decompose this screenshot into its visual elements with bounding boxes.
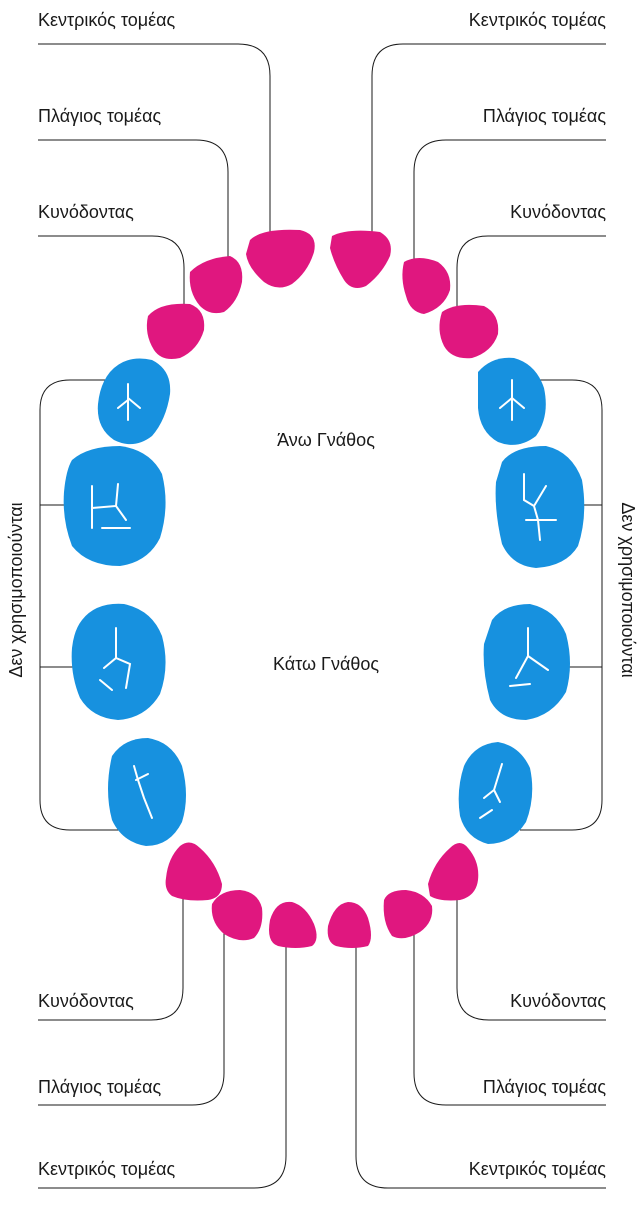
tooth-upper-left-central <box>246 229 315 288</box>
line-upper-right-canine <box>456 235 606 322</box>
molar-fissure <box>509 627 549 687</box>
line-upper-right-lateral <box>413 139 606 270</box>
molar-lower-left-1 <box>71 603 166 720</box>
molar-fissure <box>133 765 153 819</box>
tooth-upper-right-canine <box>439 304 499 359</box>
tooth-lower-right-central <box>327 902 371 948</box>
molar-fissure <box>91 483 131 529</box>
line-upper-left-lateral <box>38 139 229 264</box>
upper-front-teeth <box>146 229 499 359</box>
molar-lower-left-2 <box>108 738 186 846</box>
label-upper-left-lateral: Πλάγιος τομέας <box>38 106 161 126</box>
bracket-right-molars <box>520 379 603 831</box>
molar-fissure <box>117 383 141 421</box>
line-lower-right-canine <box>456 880 606 1021</box>
line-upper-right-central <box>371 43 606 250</box>
label-lower-left-central: Κεντρικός τομέας <box>38 1159 176 1179</box>
molar-upper-left-1 <box>97 358 171 445</box>
molar-fissure <box>479 763 503 819</box>
tooth-lower-right-canine <box>428 843 479 901</box>
tooth-labels: Κεντρικός τομέας Πλάγιος τομέας Κυνόδοντ… <box>6 10 638 1179</box>
tooth-lower-left-central <box>269 901 317 948</box>
upper-jaw-title: Άνω Γνάθος <box>277 430 375 450</box>
line-lower-right-central <box>355 930 606 1189</box>
label-upper-right-canine: Κυνόδοντας <box>510 202 606 222</box>
line-lower-left-central <box>38 930 287 1189</box>
molar-lower-right-1 <box>483 604 570 720</box>
label-upper-left-central: Κεντρικός τομέας <box>38 10 176 30</box>
label-upper-left-canine: Κυνόδοντας <box>38 202 134 222</box>
label-lower-right-central: Κεντρικός τομέας <box>469 1159 607 1179</box>
label-upper-right-central: Κεντρικός τομέας <box>469 10 607 30</box>
molar-fissure <box>499 379 525 421</box>
label-molars-left: Δεν χρησιμοποιούνται <box>6 502 26 677</box>
tooth-upper-left-canine <box>146 303 205 359</box>
line-lower-left-lateral <box>38 912 225 1106</box>
tooth-lower-right-lateral <box>383 890 433 939</box>
tooth-lower-left-canine <box>165 842 222 901</box>
line-lower-right-lateral <box>413 912 606 1106</box>
line-upper-left-central <box>38 43 271 236</box>
label-molars-right: Δεν χρησιμοποιούνται <box>618 502 638 677</box>
label-lower-right-lateral: Πλάγιος τομέας <box>483 1077 606 1097</box>
line-lower-left-canine <box>38 880 184 1021</box>
line-upper-left-canine <box>38 235 185 322</box>
tooth-upper-right-lateral <box>402 258 451 314</box>
lower-jaw-title: Κάτω Γνάθος <box>273 654 379 674</box>
label-lower-left-canine: Κυνόδοντας <box>38 991 134 1011</box>
molars <box>63 357 585 846</box>
bracket-left-molars <box>39 379 125 831</box>
lower-front-teeth <box>165 842 479 948</box>
tooth-upper-right-central <box>330 230 391 288</box>
label-lower-right-canine: Κυνόδοντας <box>510 991 606 1011</box>
tooth-lower-left-lateral <box>211 890 263 941</box>
molar-fissure <box>523 473 557 541</box>
label-lower-left-lateral: Πλάγιος τομέας <box>38 1077 161 1097</box>
connector-lines <box>38 43 606 1189</box>
molar-upper-right-2 <box>495 446 585 568</box>
label-upper-right-lateral: Πλάγιος τομέας <box>483 106 606 126</box>
tooth-upper-left-lateral <box>189 256 243 314</box>
molar-fissure <box>99 627 132 691</box>
